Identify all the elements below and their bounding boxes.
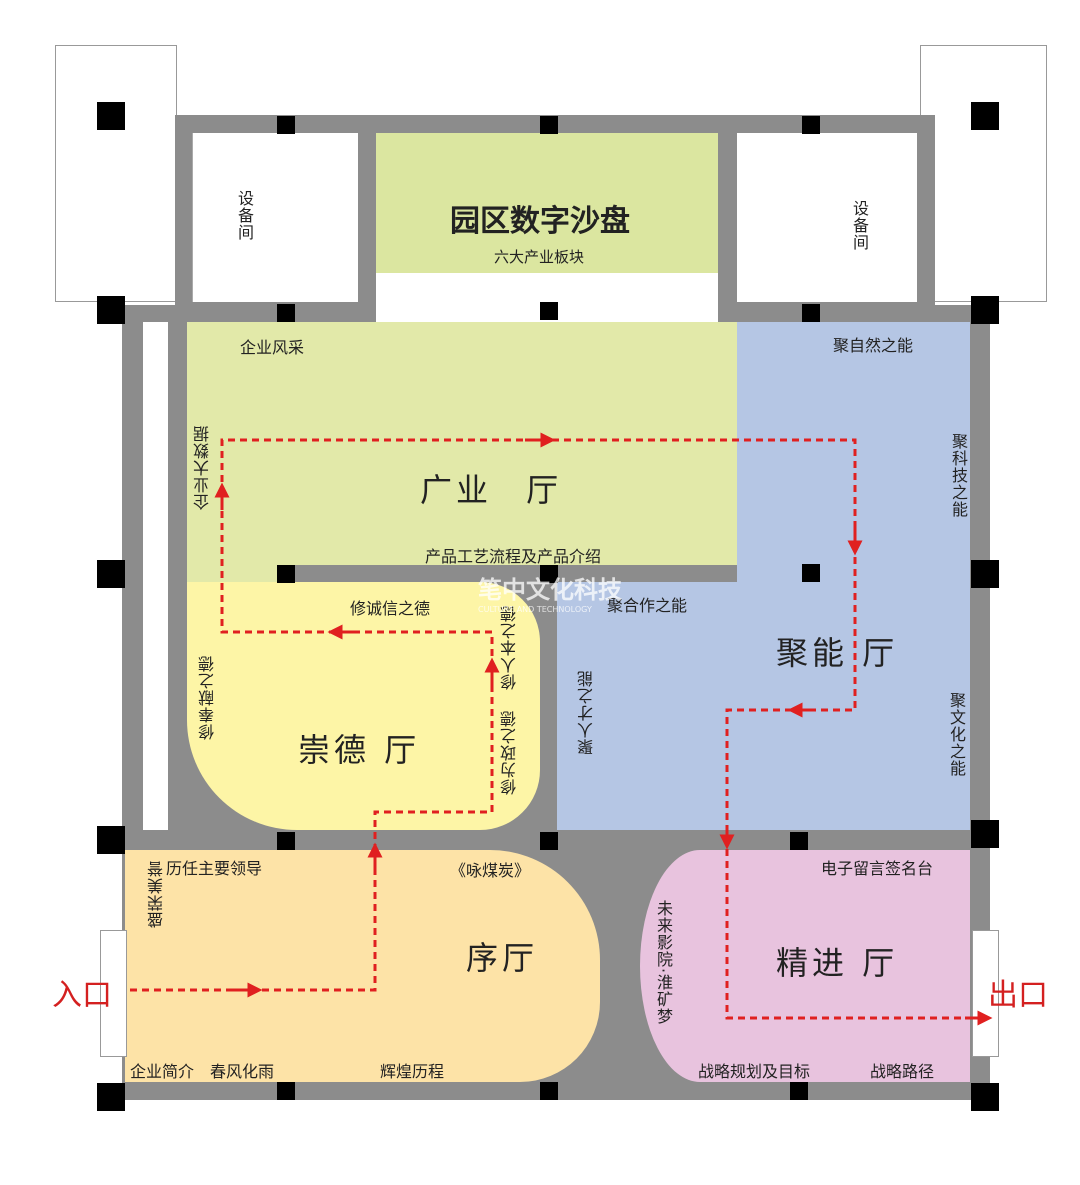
jingjin-hall	[640, 850, 970, 1082]
watermark-text: 笔中文化科技	[478, 576, 622, 604]
label-jianjie: 企业简介	[130, 1062, 195, 1081]
label-guihua: 战略规划及目标	[698, 1062, 811, 1081]
watermark-subtext: CULTURE AND TECHNOLOGY	[478, 605, 592, 614]
pillar	[97, 826, 125, 854]
pillar	[277, 1082, 295, 1100]
pillar	[97, 1083, 125, 1111]
pillar	[540, 1082, 558, 1100]
pillar	[97, 296, 125, 324]
guangye-hall-title: 广业 厅	[420, 471, 563, 509]
right-wing	[920, 45, 1047, 302]
label-chunfeng: 春风化雨	[210, 1062, 275, 1081]
pillar	[971, 560, 999, 588]
label-huihuang: 辉煌历程	[380, 1062, 445, 1081]
sandbox-area	[376, 133, 718, 273]
pillar	[802, 116, 820, 134]
pillar	[277, 565, 295, 583]
equipment-room-right-label: 设备间	[850, 200, 869, 251]
pillar	[540, 565, 558, 583]
label-liuyan: 电子留言签名台	[821, 859, 934, 878]
label-lujing: 战略路径	[870, 1062, 935, 1081]
label-yongmeitan: 《咏煤炭》	[450, 861, 531, 880]
pillar	[540, 302, 558, 320]
chongde-hall-title: 崇德 厅	[298, 731, 421, 769]
pillar	[790, 832, 808, 850]
pillar	[277, 116, 295, 134]
pillar	[971, 296, 999, 324]
pillar	[97, 102, 125, 130]
watermark: 笔中文化科技 CULTURE AND TECHNOLOGY	[478, 570, 622, 614]
xu-hall-title: 序厅	[466, 939, 539, 977]
exit-label: 出口	[988, 978, 1048, 1013]
equipment-room-right	[737, 133, 917, 302]
label-process: 产品工艺流程及产品介绍	[425, 547, 602, 566]
label-wenhua: 聚文化之能	[947, 692, 966, 777]
pillar	[802, 304, 820, 322]
pillar	[971, 102, 999, 130]
label-yingyuan: 未来影院·淮矿梦	[654, 900, 673, 1026]
label-chengxin: 修诚信之德	[350, 599, 431, 618]
juneng-hall-lower	[557, 582, 757, 830]
equipment-room-left	[192, 133, 358, 302]
chongde-hall	[187, 582, 540, 830]
pillar	[277, 304, 295, 322]
guangye-hall-extension	[187, 560, 287, 585]
jingjin-hall-title: 精进 厅	[776, 944, 899, 982]
pillar	[971, 820, 999, 848]
pillar	[540, 116, 558, 134]
sandbox-subtitle: 六大产业板块	[494, 248, 585, 266]
guangye-hall	[187, 322, 737, 565]
pillar	[971, 1083, 999, 1111]
left-wing	[55, 45, 177, 302]
entrance-door	[100, 930, 127, 1057]
label-qiye-fengcai: 企业风采	[240, 338, 305, 357]
route-path	[130, 438, 980, 1020]
juneng-hall-title: 聚能 厅	[776, 634, 899, 672]
entrance-label: 入口	[52, 978, 112, 1013]
left-white-strip	[143, 322, 168, 830]
label-hezuo: 聚合作之能	[607, 596, 688, 615]
pillar	[540, 832, 558, 850]
pillar	[802, 564, 820, 582]
pillar	[790, 1082, 808, 1100]
xu-hall	[125, 850, 600, 1082]
pillar	[277, 832, 295, 850]
label-ziran: 聚自然之能	[833, 336, 914, 355]
label-lingdao: 历任主要领导	[166, 859, 263, 878]
exit-door	[972, 930, 999, 1057]
label-keji: 聚科技之能	[949, 433, 968, 518]
pillar	[97, 560, 125, 588]
equipment-room-left-label: 设备间	[235, 190, 254, 241]
sandbox-title: 园区数字沙盘	[450, 204, 630, 239]
